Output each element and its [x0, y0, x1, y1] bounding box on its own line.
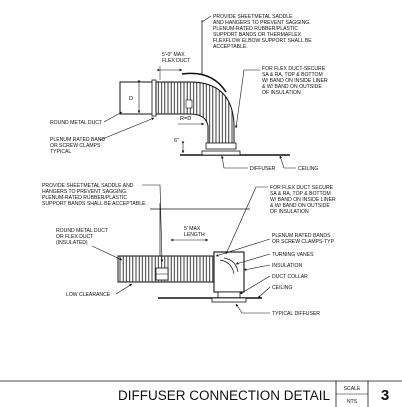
- upper-collar: [205, 142, 237, 150]
- max-flex-line1: 5'-0" MAX: [162, 52, 185, 58]
- max-length-line2: LENGTH: [184, 232, 205, 238]
- svg-text:TYPICAL: TYPICAL: [50, 149, 71, 155]
- svg-text:ACCEPTABLE.: ACCEPTABLE.: [213, 44, 248, 50]
- svg-text:PLENUM-RATED RUBBER/PLASTIC: PLENUM-RATED RUBBER/PLASTIC: [42, 195, 127, 201]
- upper-round-metal-duct: [119, 81, 155, 115]
- turning-vanes-drawing: [219, 257, 239, 275]
- lower-round-duct-note: ROUND METAL DUCT OR FLEX DUCT (INSULATED…: [56, 228, 108, 246]
- lower-diffuser: [211, 297, 247, 303]
- duct-collar-label: DUCT COLLAR: [272, 274, 308, 280]
- lower-ceiling-label: CEILING: [272, 285, 292, 291]
- upper-detail: D R=D 6" 5'-0" MAX FLEX DUCT PROVIDE SHE…: [50, 14, 328, 172]
- svg-text:ROUND METAL DUCT: ROUND METAL DUCT: [56, 228, 108, 234]
- upper-band: [151, 79, 157, 117]
- lower-plenum-bands-note: PLENUM RATED BANDS OR SCREW CLAMPS-TYP: [272, 233, 335, 245]
- upper-flex-elbow: [155, 81, 235, 145]
- upper-ceiling-label: CEILING: [298, 166, 318, 172]
- svg-text:PROVIDE SHEETMETAL SADDLE: PROVIDE SHEETMETAL SADDLE: [213, 14, 293, 20]
- svg-text:SUPPORT BANDS OR THERMAFLEX: SUPPORT BANDS OR THERMAFLEX: [213, 32, 302, 38]
- svg-text:FLEXFLOW ELBOW SUPPORT SHALL B: FLEXFLOW ELBOW SUPPORT SHALL BE: [213, 38, 312, 44]
- turning-vanes-label: TURNING VANES: [272, 252, 314, 258]
- svg-text:OF INSULATION: OF INSULATION: [262, 90, 301, 96]
- svg-text:SA & RA, TOP & BOTTOM: SA & RA, TOP & BOTTOM: [270, 191, 331, 197]
- radius-text: R=D: [180, 116, 191, 122]
- upper-saddle: [181, 72, 227, 93]
- svg-text:PROVIDE SHEETMETAL SADDLE AND: PROVIDE SHEETMETAL SADDLE AND: [42, 183, 134, 189]
- max-length-line1: 5' MAX: [184, 226, 201, 232]
- lower-saddle-note: PROVIDE SHEETMETAL SADDLE AND HANGERS TO…: [42, 183, 147, 207]
- svg-text:SUPPORT BANDS SHALL BE ACCEPTA: SUPPORT BANDS SHALL BE ACCEPTABLE.: [42, 201, 147, 207]
- svg-text:HANGERS TO PREVENT SAGGING.: HANGERS TO PREVENT SAGGING.: [42, 189, 127, 195]
- svg-text:AND HANGERS TO PREVENT SAGGING: AND HANGERS TO PREVENT SAGGING.: [213, 20, 311, 26]
- typical-diffuser-label: TYPICAL DIFFUSER: [272, 311, 320, 317]
- insulation-label: INSULATION: [272, 263, 303, 269]
- svg-text:(INSULATED): (INSULATED): [56, 240, 88, 246]
- upper-secure-note: FOR FLEX DUCT-SECURE SA & RA, TOP & BOTT…: [262, 66, 328, 96]
- six-inch-text: 6": [174, 138, 179, 144]
- svg-text:SA & RA, TOP & BOTTOM: SA & RA, TOP & BOTTOM: [262, 72, 323, 78]
- svg-text:PLENUM-RATED RUBBER/PLASTIC: PLENUM-RATED RUBBER/PLASTIC: [213, 26, 298, 32]
- svg-text:OR SCREW CLAMPS: OR SCREW CLAMPS: [50, 143, 101, 149]
- upper-saddle-note: PROVIDE SHEETMETAL SADDLE AND HANGERS TO…: [213, 14, 312, 50]
- svg-text:OR SCREW CLAMPS-TYP: OR SCREW CLAMPS-TYP: [272, 239, 335, 245]
- lower-secure-note: FOR FLEX DUCT SECURE SA & RA, TOP & BOTT…: [270, 185, 336, 215]
- svg-text:PLENUM RATED BANDS: PLENUM RATED BANDS: [272, 233, 331, 239]
- lower-plenum-box: [213, 251, 245, 293]
- scale-value: NTS: [347, 399, 358, 405]
- upper-diffuser-label: DIFFUSER: [250, 166, 276, 172]
- upper-hanger-clip: [185, 99, 193, 109]
- title-block: DIFFUSER CONNECTION DETAIL SCALE NTS 3: [0, 380, 402, 407]
- upper-plenum-band-note: PLENUM RATED BAND OR SCREW CLAMPS TYPICA…: [50, 137, 105, 155]
- scale-label: SCALE: [343, 386, 361, 392]
- svg-text:FOR FLEX DUCT-SECURE: FOR FLEX DUCT-SECURE: [262, 66, 326, 72]
- svg-text:OR FLEX DUCT: OR FLEX DUCT: [56, 234, 93, 240]
- max-flex-line2: FLEX DUCT: [162, 58, 190, 64]
- dim-d-text: D: [129, 96, 133, 102]
- upper-round-duct-note: ROUND METAL DUCT: [50, 120, 102, 126]
- detail-title: DIFFUSER CONNECTION DETAIL: [118, 388, 331, 403]
- lower-collar: [217, 291, 241, 299]
- upper-diffuser: [201, 150, 241, 156]
- svg-text:OF INSULATION: OF INSULATION: [270, 209, 309, 215]
- sheet-number: 3: [381, 387, 389, 404]
- svg-text:& W/ BAND ON OUTSIDE: & W/ BAND ON OUTSIDE: [262, 84, 322, 90]
- svg-text:& W/ BAND ON OUTSIDE: & W/ BAND ON OUTSIDE: [270, 203, 330, 209]
- lower-detail: 5' MAX LENGTH PROVIDE SHEETMETAL SADDLE …: [42, 183, 336, 317]
- low-clearance-label: LOW CLEARANCE: [66, 292, 111, 298]
- svg-text:FOR FLEX DUCT SECURE: FOR FLEX DUCT SECURE: [270, 185, 334, 191]
- svg-text:PLENUM RATED BAND: PLENUM RATED BAND: [50, 137, 105, 143]
- svg-text:W/ BAND ON INSIDE LINER: W/ BAND ON INSIDE LINER: [270, 197, 336, 203]
- svg-text:W/ BAND ON INSIDE LINER: W/ BAND ON INSIDE LINER: [262, 78, 328, 84]
